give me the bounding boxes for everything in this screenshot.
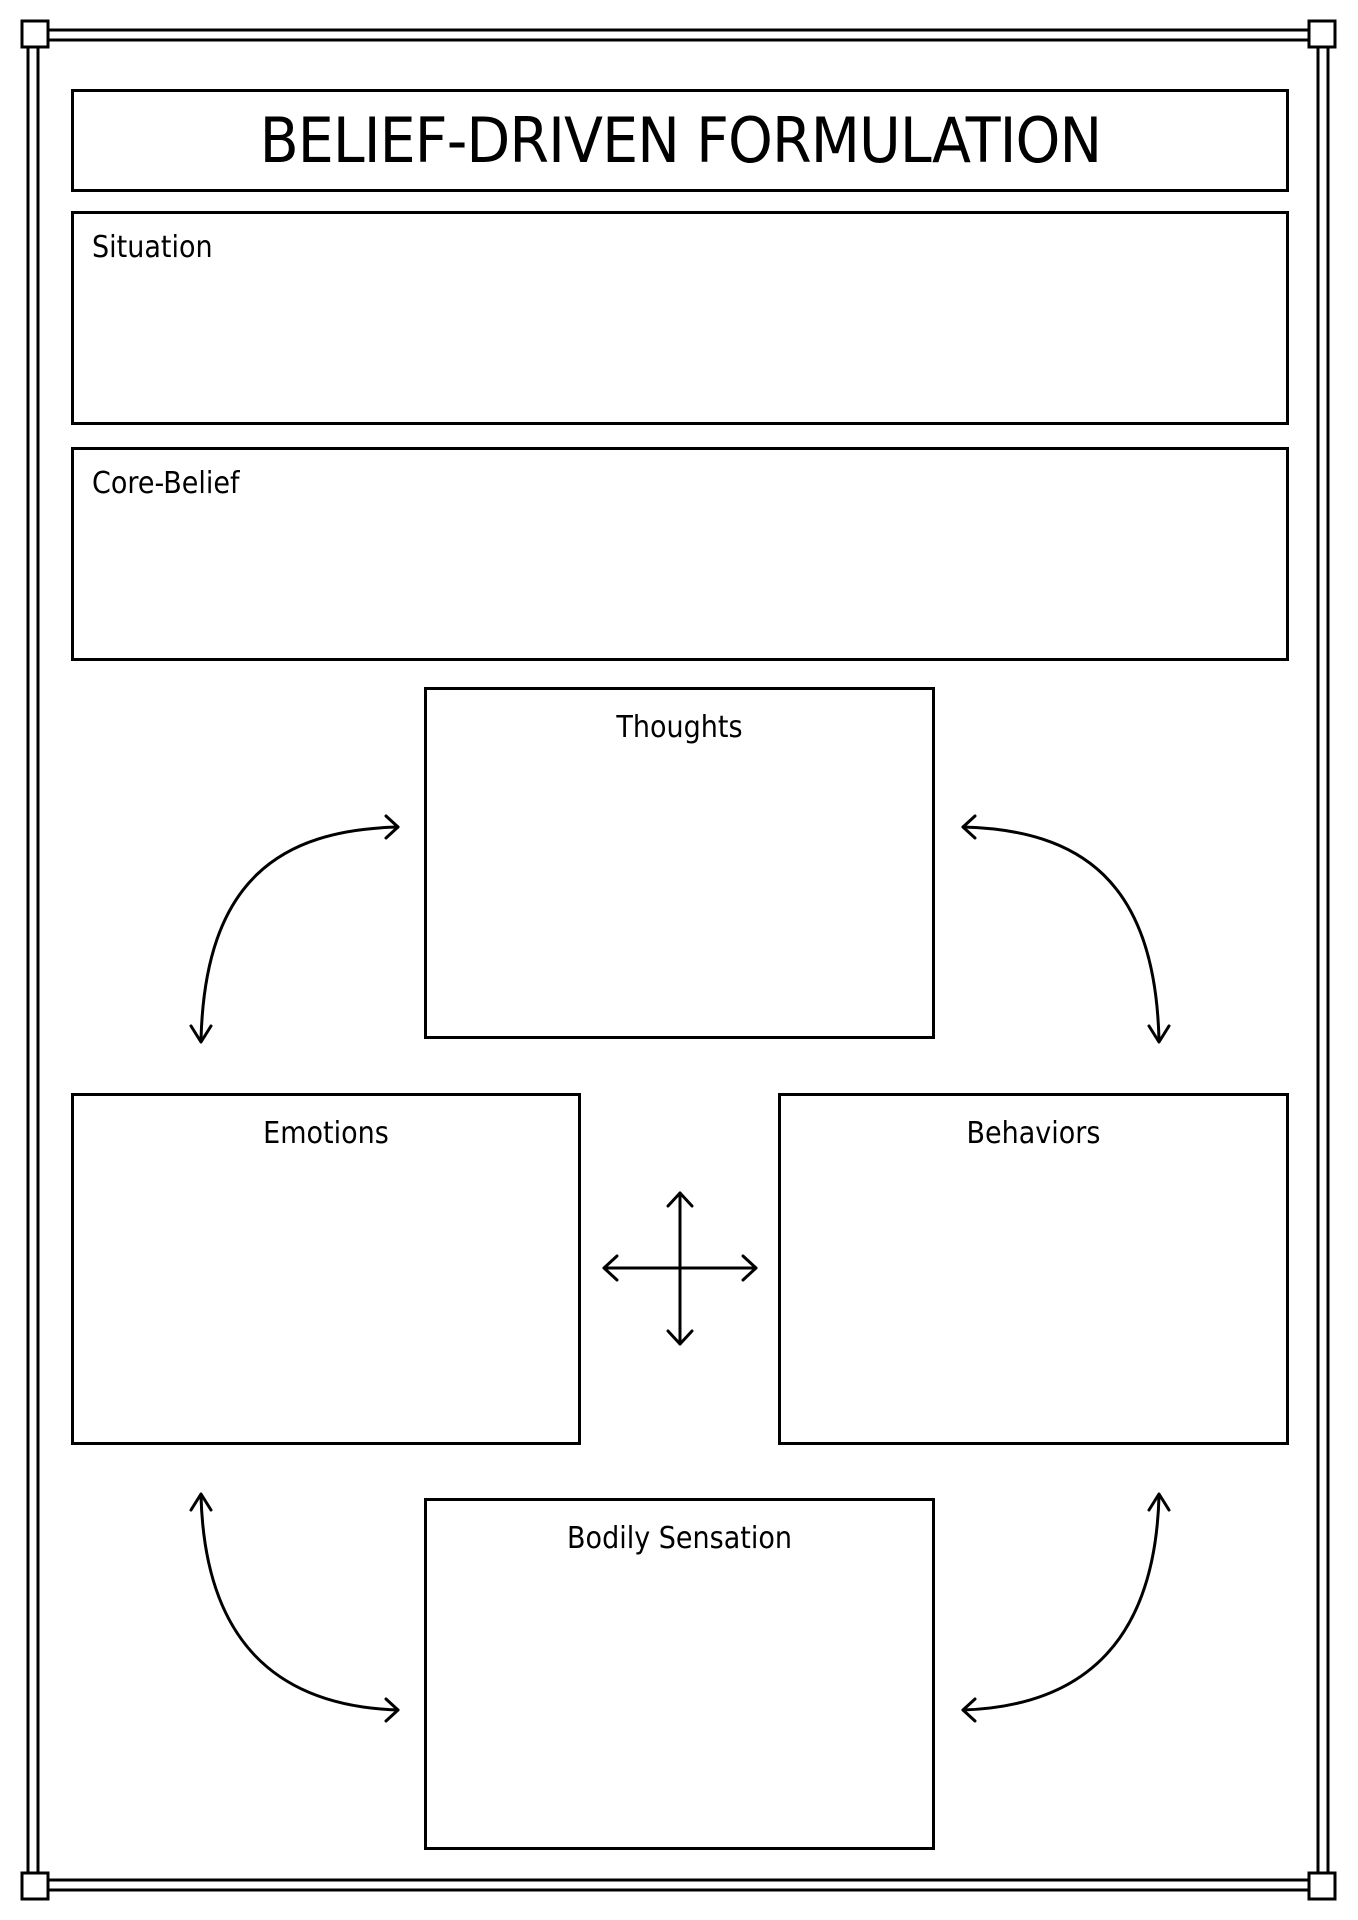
core-belief-label: Core-Belief bbox=[92, 466, 240, 501]
behaviors-box[interactable]: Behaviors bbox=[778, 1093, 1289, 1445]
behaviors-label: Behaviors bbox=[966, 1116, 1101, 1151]
corner-square-top-left bbox=[20, 19, 50, 49]
title-box: BELIEF-DRIVEN FORMULATION bbox=[71, 89, 1289, 192]
page-title: BELIEF-DRIVEN FORMULATION bbox=[259, 104, 1102, 177]
emotions-label: Emotions bbox=[263, 1116, 389, 1151]
emotions-box[interactable]: Emotions bbox=[71, 1093, 581, 1445]
corner-square-bottom-left bbox=[20, 1871, 50, 1901]
bodily-sensation-label: Bodily Sensation bbox=[567, 1521, 792, 1556]
thoughts-label: Thoughts bbox=[616, 710, 743, 745]
situation-box[interactable]: Situation bbox=[71, 211, 1289, 425]
thoughts-box[interactable]: Thoughts bbox=[424, 687, 935, 1039]
situation-label: Situation bbox=[92, 230, 213, 265]
core-belief-box[interactable]: Core-Belief bbox=[71, 447, 1289, 661]
corner-square-bottom-right bbox=[1307, 1871, 1337, 1901]
bodily-sensation-box[interactable]: Bodily Sensation bbox=[424, 1498, 935, 1850]
corner-square-top-right bbox=[1307, 19, 1337, 49]
